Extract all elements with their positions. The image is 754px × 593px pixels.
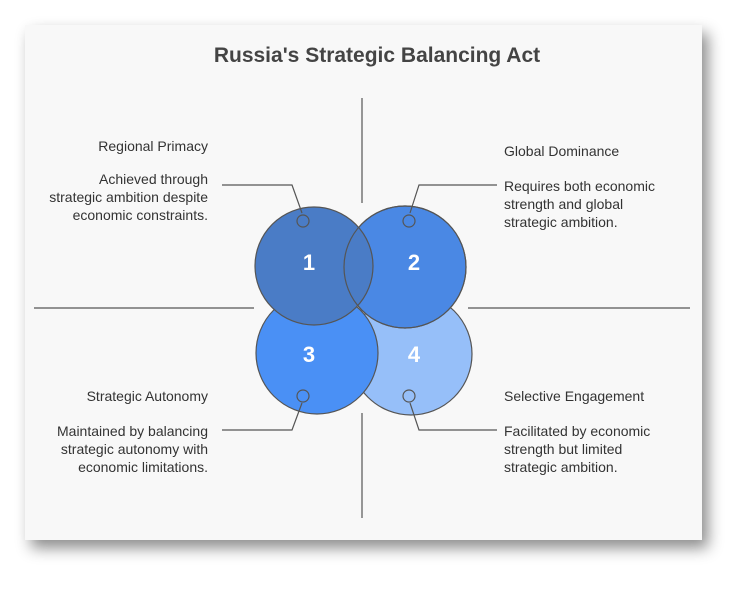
description-global-dominance: Requires both economic strength and glob… [504,178,655,230]
description-strategic-autonomy: Maintained by balancing strategic autono… [57,423,208,475]
circle-1[interactable] [254,206,374,326]
heading-global-dominance: Global Dominance [504,143,620,159]
connector-dot-1 [296,214,310,228]
description-regional-primacy: Achieved through strategic ambition desp… [49,171,208,223]
connector-2 [409,184,497,214]
circle-number-1: 1 [303,250,315,275]
connector-dot-2 [402,214,416,228]
connector-1 [222,184,303,214]
connector-3 [222,402,303,431]
connector-4 [409,402,497,431]
description-selective-engagement: Facilitated by economic strength but lim… [504,423,651,475]
circle-number-2: 2 [408,250,420,275]
heading-selective-engagement: Selective Engagement [504,388,645,404]
connector-dot-4 [402,389,416,403]
connector-dot-3 [296,389,310,403]
heading-regional-primacy: Regional Primacy [98,138,208,154]
circle-2-outline [343,205,467,329]
circle-number-4: 4 [408,342,421,367]
circle-number-3: 3 [303,342,315,367]
diagram-title: Russia's Strategic Balancing Act [213,44,541,67]
heading-strategic-autonomy: Strategic Autonomy [86,388,208,404]
